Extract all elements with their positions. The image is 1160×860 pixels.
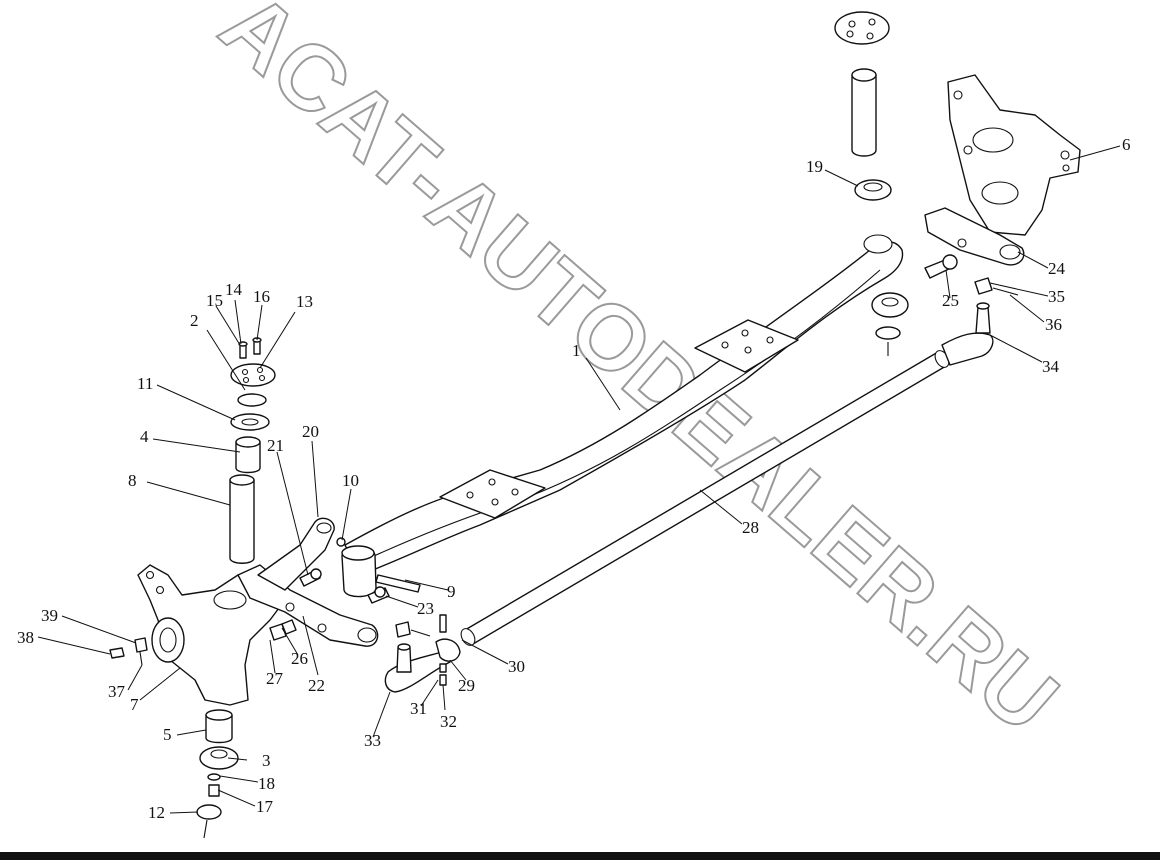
- grease-fitting-37-39: [109, 637, 148, 666]
- callout-labels: 1 2 3 4 5 6 7 8 9 10 11 12 13 14 15 16 1…: [17, 135, 1131, 822]
- right-steering-knuckle: [947, 74, 1081, 236]
- tie-rod-tube: [460, 350, 950, 646]
- nut-31-32: [395, 621, 447, 686]
- callout-6: 6: [1122, 135, 1131, 154]
- leader-lines: [37, 145, 1121, 814]
- callout-37: 37: [108, 682, 126, 701]
- front-axle-beam: [344, 234, 904, 576]
- left-tie-rod-end-33: [384, 643, 451, 693]
- callout-4: 4: [140, 427, 149, 446]
- callout-17: 17: [256, 797, 274, 816]
- callout-23: 23: [417, 599, 434, 618]
- callout-22: 22: [308, 676, 325, 695]
- left-upper-arm-20: [257, 517, 335, 591]
- callout-39: 39: [41, 606, 58, 625]
- callout-9: 9: [447, 582, 456, 601]
- callout-5: 5: [163, 725, 172, 744]
- callout-21: 21: [267, 436, 284, 455]
- callout-32: 32: [440, 712, 457, 731]
- callout-35: 35: [1048, 287, 1065, 306]
- callout-8: 8: [128, 471, 137, 490]
- callout-18: 18: [258, 774, 275, 793]
- left-upper-bolts: [238, 337, 262, 359]
- callout-29: 29: [458, 676, 475, 695]
- callout-24: 24: [1048, 259, 1066, 278]
- callout-38: 38: [17, 628, 34, 647]
- right-tie-rod-end-34: [941, 302, 994, 366]
- bottom-border-bar: [0, 852, 1160, 860]
- bushing-4: [235, 436, 261, 474]
- callout-10: 10: [342, 471, 359, 490]
- callout-28: 28: [742, 518, 759, 537]
- bolt-23: [367, 586, 390, 604]
- callout-14: 14: [225, 280, 243, 299]
- gasket-11: [230, 413, 270, 431]
- callout-7: 7: [130, 695, 139, 714]
- bushing-5: [205, 709, 233, 744]
- right-steering-arm-24: [924, 207, 1025, 266]
- bolt-17: [208, 784, 220, 797]
- callout-2: 2: [190, 311, 199, 330]
- callout-19: 19: [806, 157, 823, 176]
- right-hardware: [871, 254, 1019, 356]
- callout-34: 34: [1042, 357, 1060, 376]
- callout-16: 16: [253, 287, 270, 306]
- bolt-21: [299, 568, 322, 587]
- callout-12: 12: [148, 803, 165, 822]
- callout-3: 3: [262, 751, 271, 770]
- left-kingpin-8: [229, 474, 255, 564]
- washer-18: [207, 773, 221, 781]
- left-steering-arm-22: [237, 564, 379, 647]
- callout-1: 1: [572, 341, 581, 360]
- callout-36: 36: [1045, 315, 1062, 334]
- callout-27: 27: [266, 669, 284, 688]
- callout-30: 30: [508, 657, 525, 676]
- right-kingpin-cap: [834, 11, 890, 45]
- thrust-bearing-19: [854, 179, 892, 201]
- callout-25: 25: [942, 291, 959, 310]
- callout-33: 33: [364, 731, 381, 750]
- callout-31: 31: [410, 699, 427, 718]
- bolt-9: [375, 574, 421, 593]
- callout-13: 13: [296, 292, 313, 311]
- left-steering-knuckle: [137, 564, 286, 706]
- clamp-29: [435, 614, 461, 662]
- right-kingpin: [851, 68, 877, 157]
- thrust-bearing-3: [199, 746, 239, 770]
- boss-bracket-10: [336, 537, 377, 598]
- callout-15: 15: [206, 291, 223, 310]
- callout-11: 11: [137, 374, 153, 393]
- lower-cap-12: [196, 804, 222, 839]
- left-kingpin-cap-13: [230, 363, 276, 387]
- callout-20: 20: [302, 422, 319, 441]
- gasket-2: [237, 393, 267, 407]
- callout-26: 26: [291, 649, 308, 668]
